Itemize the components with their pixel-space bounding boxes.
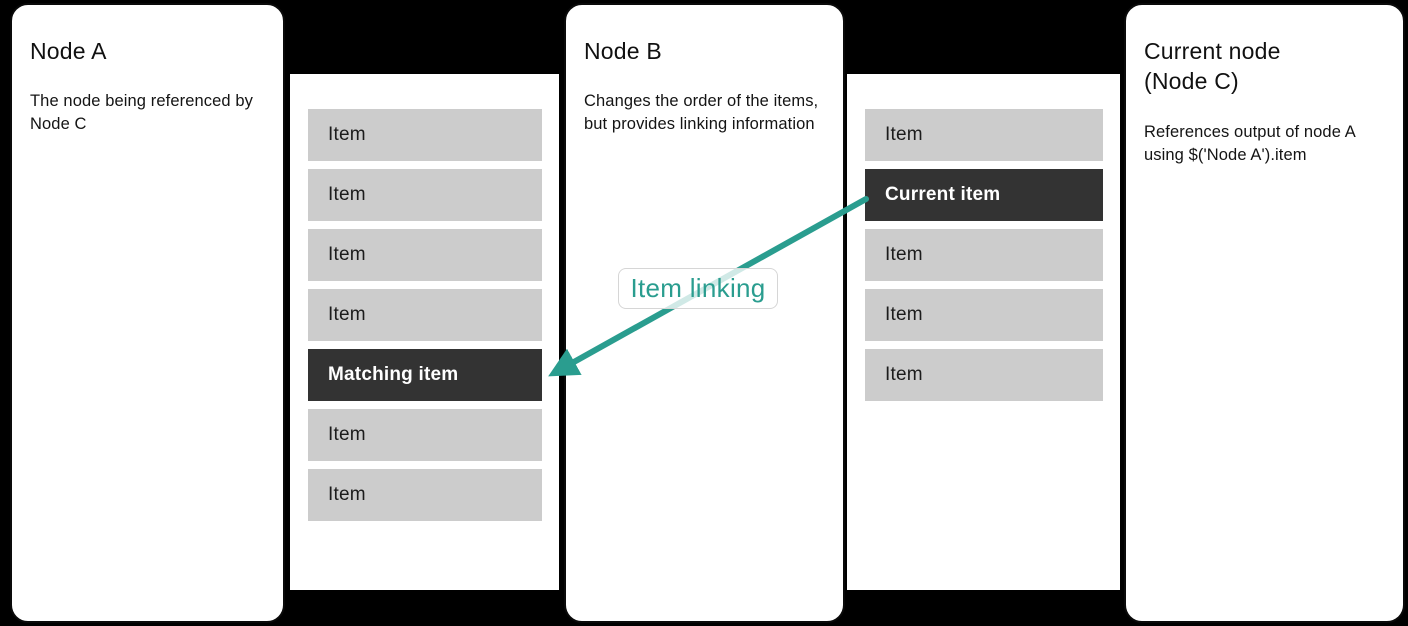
list-item: Item <box>865 349 1103 401</box>
list-item: Item <box>308 289 542 341</box>
node-a-title: Node A <box>30 38 107 64</box>
node-b-description: Changes the order of the items, but prov… <box>584 92 819 134</box>
list-item: Item <box>865 289 1103 341</box>
node-b-panel: Node B Changes the order of the items, b… <box>564 3 845 623</box>
highlighted-item: Matching item <box>308 349 542 401</box>
list-item: Item <box>865 109 1103 161</box>
node-a-description: The node being referenced by Node C <box>30 92 253 134</box>
highlighted-item: Current item <box>865 169 1103 221</box>
list-item: Item <box>308 469 542 521</box>
list-item: Item <box>865 229 1103 281</box>
list-item: Item <box>308 409 542 461</box>
list-item: Item <box>308 109 542 161</box>
current-node-panel: Current node (Node C) References output … <box>1124 3 1405 623</box>
list-item: Item <box>308 229 542 281</box>
item-linking-label: Item linking <box>618 268 778 309</box>
node-a-panel: Node A The node being referenced by Node… <box>10 3 285 623</box>
current-node-title: Current node (Node C) <box>1144 38 1281 95</box>
item-linking-label-text: Item linking <box>630 273 766 303</box>
list-item: Item <box>308 169 542 221</box>
node-b-title: Node B <box>584 38 662 64</box>
current-node-description: References output of node A using $('Nod… <box>1144 122 1355 164</box>
